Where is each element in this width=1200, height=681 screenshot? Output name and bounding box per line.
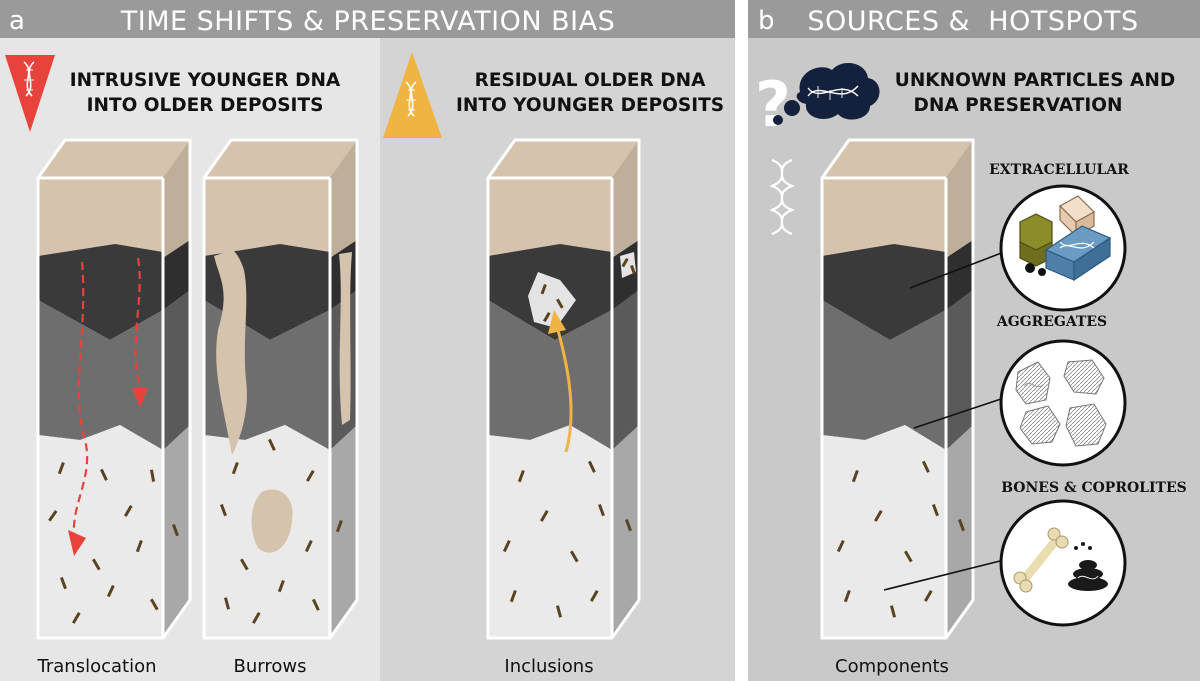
leader-line-extracellular — [909, 251, 1005, 289]
label-components: Components — [835, 656, 949, 677]
yellow-dna-triangle-icon — [383, 52, 442, 138]
translocation-path-2 — [134, 257, 142, 389]
label-inclusions: Inclusions — [504, 656, 593, 677]
particles — [220, 438, 343, 624]
black-particle-icon — [1025, 263, 1035, 273]
panel-a-banner — [0, 0, 735, 38]
category-bones-coprolites: BONES & COPROLITES — [1001, 480, 1187, 496]
column-burrows — [202, 138, 359, 640]
aggregate-particle — [1019, 405, 1061, 445]
panel-b-banner — [748, 0, 1200, 38]
intrusive-heading-line2: INTO OLDER DEPOSITS — [87, 95, 324, 116]
category-aggregates: AGGREGATES — [996, 314, 1107, 330]
clay-mineral-dna-icon — [1044, 225, 1112, 282]
black-particle-icon — [1038, 268, 1046, 276]
aggregate-particle — [1015, 361, 1051, 405]
leader-line-aggregates — [913, 397, 1005, 429]
panel-b: b SOURCES & HOTSPOTS ? UNKNOWN PARTICLES… — [748, 0, 1200, 681]
inclusion-clast — [528, 272, 576, 328]
panel-a: a TIME SHIFTS & PRESERVATION BIAS INTRUS… — [0, 0, 735, 681]
aggregates-circle — [999, 339, 1127, 467]
panel-b-heading-line2: DNA PRESERVATION — [914, 95, 1123, 116]
translocation-path-1 — [72, 261, 89, 546]
particles — [48, 462, 179, 624]
aggregate-particle — [1063, 359, 1105, 395]
panel-b-banner-title: SOURCES & HOTSPOTS — [807, 6, 1138, 37]
column-translocation — [36, 138, 192, 640]
particles — [502, 460, 632, 618]
panel-a-banner-title: TIME SHIFTS & PRESERVATION BIAS — [120, 6, 616, 37]
label-translocation: Translocation — [37, 656, 157, 677]
category-extracellular: EXTRACELLULAR — [989, 162, 1129, 178]
residual-heading-line2: INTO YOUNGER DEPOSITS — [456, 95, 724, 116]
burrow-pocket — [251, 489, 293, 553]
particles — [540, 258, 636, 323]
label-burrows: Burrows — [234, 656, 307, 677]
extracellular-circle — [999, 184, 1127, 312]
residual-heading-line1: RESIDUAL OLDER DNA — [475, 70, 706, 91]
yellow-arrowhead-icon — [548, 310, 566, 334]
bone-icon — [1013, 527, 1069, 593]
aggregate-particle — [1065, 403, 1107, 447]
leader-line-bones — [883, 559, 1005, 591]
particles — [836, 460, 965, 618]
dna-helix-icon — [769, 158, 795, 236]
burrow-channel — [214, 250, 247, 455]
dna-thought-cloud-icon — [773, 63, 880, 125]
residual-path — [556, 329, 573, 453]
panel-b-letter: b — [758, 6, 775, 36]
red-arrowhead-icon — [132, 388, 148, 408]
column-inclusions — [486, 138, 641, 640]
intrusive-heading-line1: INTRUSIVE YOUNGER DNA — [70, 70, 341, 91]
panel-b-heading-line1: UNKNOWN PARTICLES AND — [895, 70, 1175, 91]
bones-circle — [999, 499, 1127, 627]
coprolite-icon — [1068, 542, 1108, 591]
column-components — [820, 138, 975, 640]
panel-a-letter: a — [9, 6, 25, 36]
inclusion-clast-small — [620, 252, 636, 278]
red-dna-triangle-icon — [5, 55, 55, 132]
burrow-channel — [339, 252, 352, 425]
red-arrowhead-icon — [68, 530, 86, 556]
hexagon-particle-icon — [1019, 213, 1053, 267]
